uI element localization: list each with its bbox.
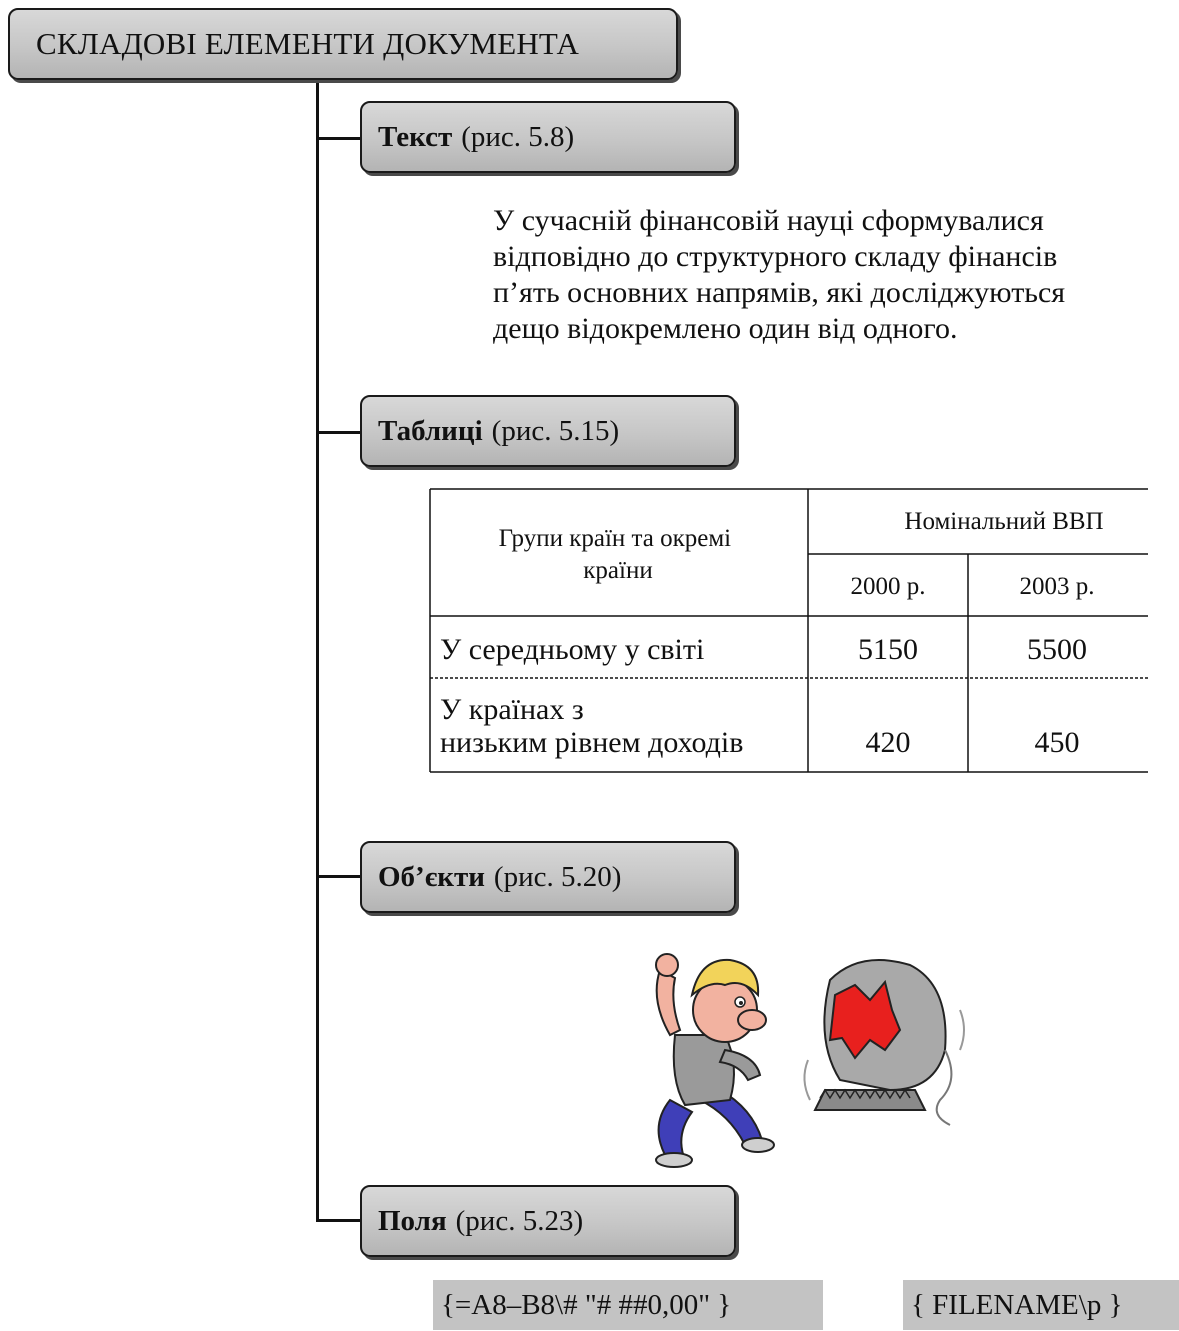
field-code-formula: {=A8–B8\# "# ##0,00" } <box>433 1280 823 1330</box>
objects-clipart-image <box>655 953 965 1168</box>
category-box-tables: Таблиці (рис. 5.15) <box>360 395 736 467</box>
diagram-root-box: СКЛАДОВІ ЕЛЕМЕНТИ ДОКУМЕНТА <box>8 8 678 80</box>
category-ref: (рис. 5.15) <box>491 414 620 447</box>
text-sample-line: дещо відокремлено один від одного. <box>493 312 958 345</box>
category-ref: (рис. 5.20) <box>493 860 622 893</box>
table-header-year: 2000 р. <box>851 573 926 600</box>
tree-branch-text <box>316 137 360 140</box>
text-sample-line: У сучасній фінансовій науці сформувалися <box>493 204 1044 237</box>
category-box-text: Текст (рис. 5.8) <box>360 101 736 173</box>
table-header-year: 2003 р. <box>1020 573 1095 600</box>
category-ref: (рис. 5.23) <box>455 1204 584 1237</box>
field-code-filename-text: { FILENAME\p } <box>911 1288 1123 1321</box>
text-sample-line: відповідно до структурного складу фінанс… <box>493 240 1058 273</box>
table-row-label: У країнах з низьким рівнем доходів <box>440 693 743 759</box>
tree-branch-tables <box>316 431 360 434</box>
table-cell-value: 5500 <box>1027 633 1087 666</box>
field-code-formula-text: {=A8–B8\# "# ##0,00" } <box>441 1288 732 1321</box>
table-header-group-col: Групи країн та окремі країни <box>499 525 738 584</box>
monster-monitor-figure <box>803 959 965 1126</box>
tree-branch-objects <box>316 875 360 878</box>
text-sample-line: п’ять основних напрямів, які досліджують… <box>493 276 1066 309</box>
tree-branch-fields <box>316 1219 360 1222</box>
tree-trunk <box>316 80 319 1222</box>
running-man-figure <box>655 953 775 1168</box>
diagram-root-title: СКЛАДОВІ ЕЛЕМЕНТИ ДОКУМЕНТА <box>36 26 580 61</box>
category-name: Текст <box>378 120 453 153</box>
category-box-fields: Поля (рис. 5.23) <box>360 1185 736 1257</box>
table-cell-value: 420 <box>866 726 911 759</box>
category-name: Об’єкти <box>378 860 485 893</box>
table-header-group: Номінальний ВВП <box>904 508 1103 535</box>
field-code-filename: { FILENAME\p } <box>903 1280 1179 1330</box>
table-cell-value: 450 <box>1035 726 1080 759</box>
table-cell-value: 5150 <box>858 633 918 666</box>
category-name: Поля <box>378 1204 447 1237</box>
category-ref: (рис. 5.8) <box>461 120 575 153</box>
text-sample-paragraph: У сучасній фінансовій науці сформувалися… <box>493 203 1177 347</box>
table-row-label: У середньому у світі <box>440 633 704 666</box>
category-box-objects: Об’єкти (рис. 5.20) <box>360 841 736 913</box>
category-name: Таблиці <box>378 414 483 447</box>
